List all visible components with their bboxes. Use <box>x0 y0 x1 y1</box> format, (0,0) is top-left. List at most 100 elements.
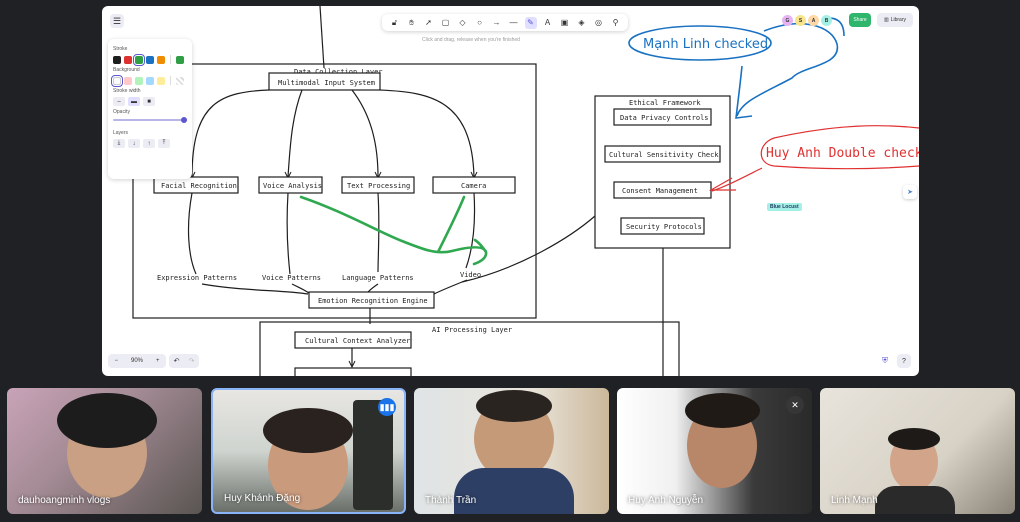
ethics-title: Ethical Framework <box>629 99 701 107</box>
zoom-out-button[interactable]: − <box>114 358 118 364</box>
green-annotation[interactable] <box>299 195 488 266</box>
diamond-icon[interactable]: ◇ <box>459 18 466 27</box>
select-icon[interactable]: ➚ <box>425 18 432 27</box>
image-icon[interactable]: ▣ <box>560 18 569 27</box>
undo-icon[interactable]: ↶ <box>173 358 180 365</box>
node-emotion-engine[interactable] <box>308 291 435 309</box>
stroke-colors <box>113 53 187 66</box>
stroke-width-label: Stroke width <box>113 88 141 94</box>
current-bg-swatch[interactable] <box>176 76 184 85</box>
pattern-expression: Expression Patterns <box>157 274 237 282</box>
pointer-tool-button[interactable]: ➤ <box>903 185 917 199</box>
rectangle-icon[interactable]: ▢ <box>441 18 450 27</box>
stroke-swatch-blue[interactable] <box>146 55 154 64</box>
data-layer-frame <box>132 63 537 319</box>
diagram-svg: Data Collection Layer Multimodal Input S… <box>132 6 919 376</box>
pattern-voice: Voice Patterns <box>262 274 321 282</box>
node-multimodal-input[interactable] <box>268 72 381 91</box>
ellipse-icon[interactable]: ○ <box>477 18 482 27</box>
node-voice-analysis[interactable] <box>258 176 323 194</box>
stroke-thin-button[interactable]: – <box>113 97 125 106</box>
zoom-level[interactable]: 90% <box>130 358 143 364</box>
zoom-in-button[interactable]: + <box>155 358 160 364</box>
node-cultural-sensitivity-label: Cultural Sensitivity Check <box>609 151 719 159</box>
lock-icon[interactable]: 🔓︎ <box>391 17 398 27</box>
mic-off-icon: ✕ <box>786 396 804 414</box>
drawing-toolbar: 🔓︎ ✋︎ ➚ ▢ ◇ ○ → — ✎ A ▣ ◈ ◎ ⚲ <box>382 14 628 31</box>
arrow-icon[interactable]: → <box>492 18 501 27</box>
eraser-icon[interactable]: ◈ <box>578 18 585 27</box>
stroke-swatch-green[interactable] <box>133 53 145 66</box>
bg-swatch-blue[interactable] <box>146 76 154 85</box>
participant-tile[interactable]: Thành Trần <box>414 388 609 514</box>
pencil-icon[interactable]: ✎ <box>524 16 537 29</box>
hand-icon[interactable]: ✋︎ <box>409 17 414 27</box>
collaborator-avatar[interactable]: S <box>795 15 806 26</box>
properties-panel: Stroke Background Stroke width – ▬ ■ Opa… <box>108 39 192 179</box>
stroke-swatch-black[interactable] <box>113 55 121 64</box>
participant-name: Linh Mạnh <box>831 495 878 506</box>
red-note-text: Huy Anh Double checked <box>766 146 919 161</box>
share-button[interactable]: Share <box>849 13 871 27</box>
library-label: Library <box>890 17 907 23</box>
line-icon[interactable]: — <box>509 18 518 27</box>
node-security-protocols[interactable] <box>620 217 705 235</box>
participant-name: Thành Trần <box>425 495 477 506</box>
help-icon[interactable]: ? <box>897 354 911 368</box>
node-cultural-sensitivity[interactable] <box>604 145 721 163</box>
node-cultural-analyzer-label: Cultural Context Analyzer <box>305 337 410 345</box>
collaborators: G S A B <box>782 15 832 26</box>
redo-icon[interactable]: ↷ <box>188 358 195 365</box>
data-layer-title: Data Collection Layer <box>294 68 383 76</box>
extra-tools-icon[interactable]: ⚲ <box>612 18 619 27</box>
blue-note-ellipse[interactable] <box>628 25 772 61</box>
current-stroke-swatch[interactable] <box>176 55 184 64</box>
laser-icon[interactable]: ◎ <box>595 18 602 27</box>
node-camera-label: Camera <box>461 182 486 190</box>
library-button[interactable]: ▥ Library <box>877 13 913 27</box>
text-icon[interactable]: A <box>544 18 551 27</box>
participant-tile[interactable]: ▮▮▮ Huy Khánh Đặng <box>211 388 406 514</box>
node-facial-recognition-label: Facial Recognition <box>161 182 237 190</box>
bg-swatch-pink[interactable] <box>124 76 132 85</box>
node-consent-management-label: Consent Management <box>622 187 698 195</box>
participant-strip: dauhoangminh vlogs ▮▮▮ Huy Khánh Đặng Th… <box>0 388 1020 515</box>
bg-swatch-transparent[interactable] <box>111 74 123 87</box>
pattern-language: Language Patterns <box>342 274 414 282</box>
node-data-privacy[interactable] <box>613 108 712 126</box>
stroke-bold-button[interactable]: ▬ <box>128 97 140 106</box>
book-icon: ▥ <box>883 17 889 23</box>
bring-to-front-icon[interactable]: ⤒ <box>158 139 170 148</box>
node-data-privacy-label: Data Privacy Controls <box>620 114 709 122</box>
stroke-swatch-red[interactable] <box>124 55 132 64</box>
stroke-label: Stroke <box>113 46 128 52</box>
opacity-slider[interactable] <box>113 117 187 123</box>
node-cultural-analyzer[interactable] <box>294 331 412 349</box>
bg-swatch-green[interactable] <box>135 76 143 85</box>
shield-icon[interactable]: ⛨ <box>882 356 888 365</box>
hamburger-menu-button[interactable]: ☰ <box>110 14 124 28</box>
stroke-extrabold-button[interactable]: ■ <box>143 97 155 106</box>
bg-swatch-yellow[interactable] <box>157 76 165 85</box>
bring-forward-icon[interactable]: ↑ <box>143 139 155 148</box>
collaborator-avatar[interactable]: G <box>782 15 793 26</box>
ai-layer-title: AI Processing Layer <box>432 326 512 334</box>
collaborator-cursor-label: Blue Locust <box>767 203 802 211</box>
toolbar-hint: Click and drag, release when you're fini… <box>422 37 520 43</box>
blue-note-text: Mạnh Linh checked <box>643 37 768 52</box>
participant-name: Huy Anh Nguyễn <box>628 495 704 506</box>
node-facial-recognition[interactable] <box>153 176 239 194</box>
participant-name: Huy Khánh Đặng <box>224 493 301 504</box>
stroke-swatch-orange[interactable] <box>157 55 165 64</box>
participant-tile[interactable]: ✕ Huy Anh Nguyễn <box>617 388 812 514</box>
participant-tile[interactable]: Linh Mạnh <box>820 388 1015 514</box>
send-to-back-icon[interactable]: ⤓ <box>113 139 125 148</box>
send-backward-icon[interactable]: ↓ <box>128 139 140 148</box>
collaborator-avatar[interactable]: B <box>821 15 832 26</box>
collaborator-avatar[interactable]: A <box>808 15 819 26</box>
opacity-slider-knob[interactable] <box>181 117 187 123</box>
participant-tile[interactable]: dauhoangminh vlogs <box>7 388 202 514</box>
red-note-ellipse[interactable] <box>760 125 919 170</box>
whiteboard-canvas[interactable]: Data Collection Layer Multimodal Input S… <box>102 6 919 376</box>
pattern-video: Video <box>460 271 481 279</box>
